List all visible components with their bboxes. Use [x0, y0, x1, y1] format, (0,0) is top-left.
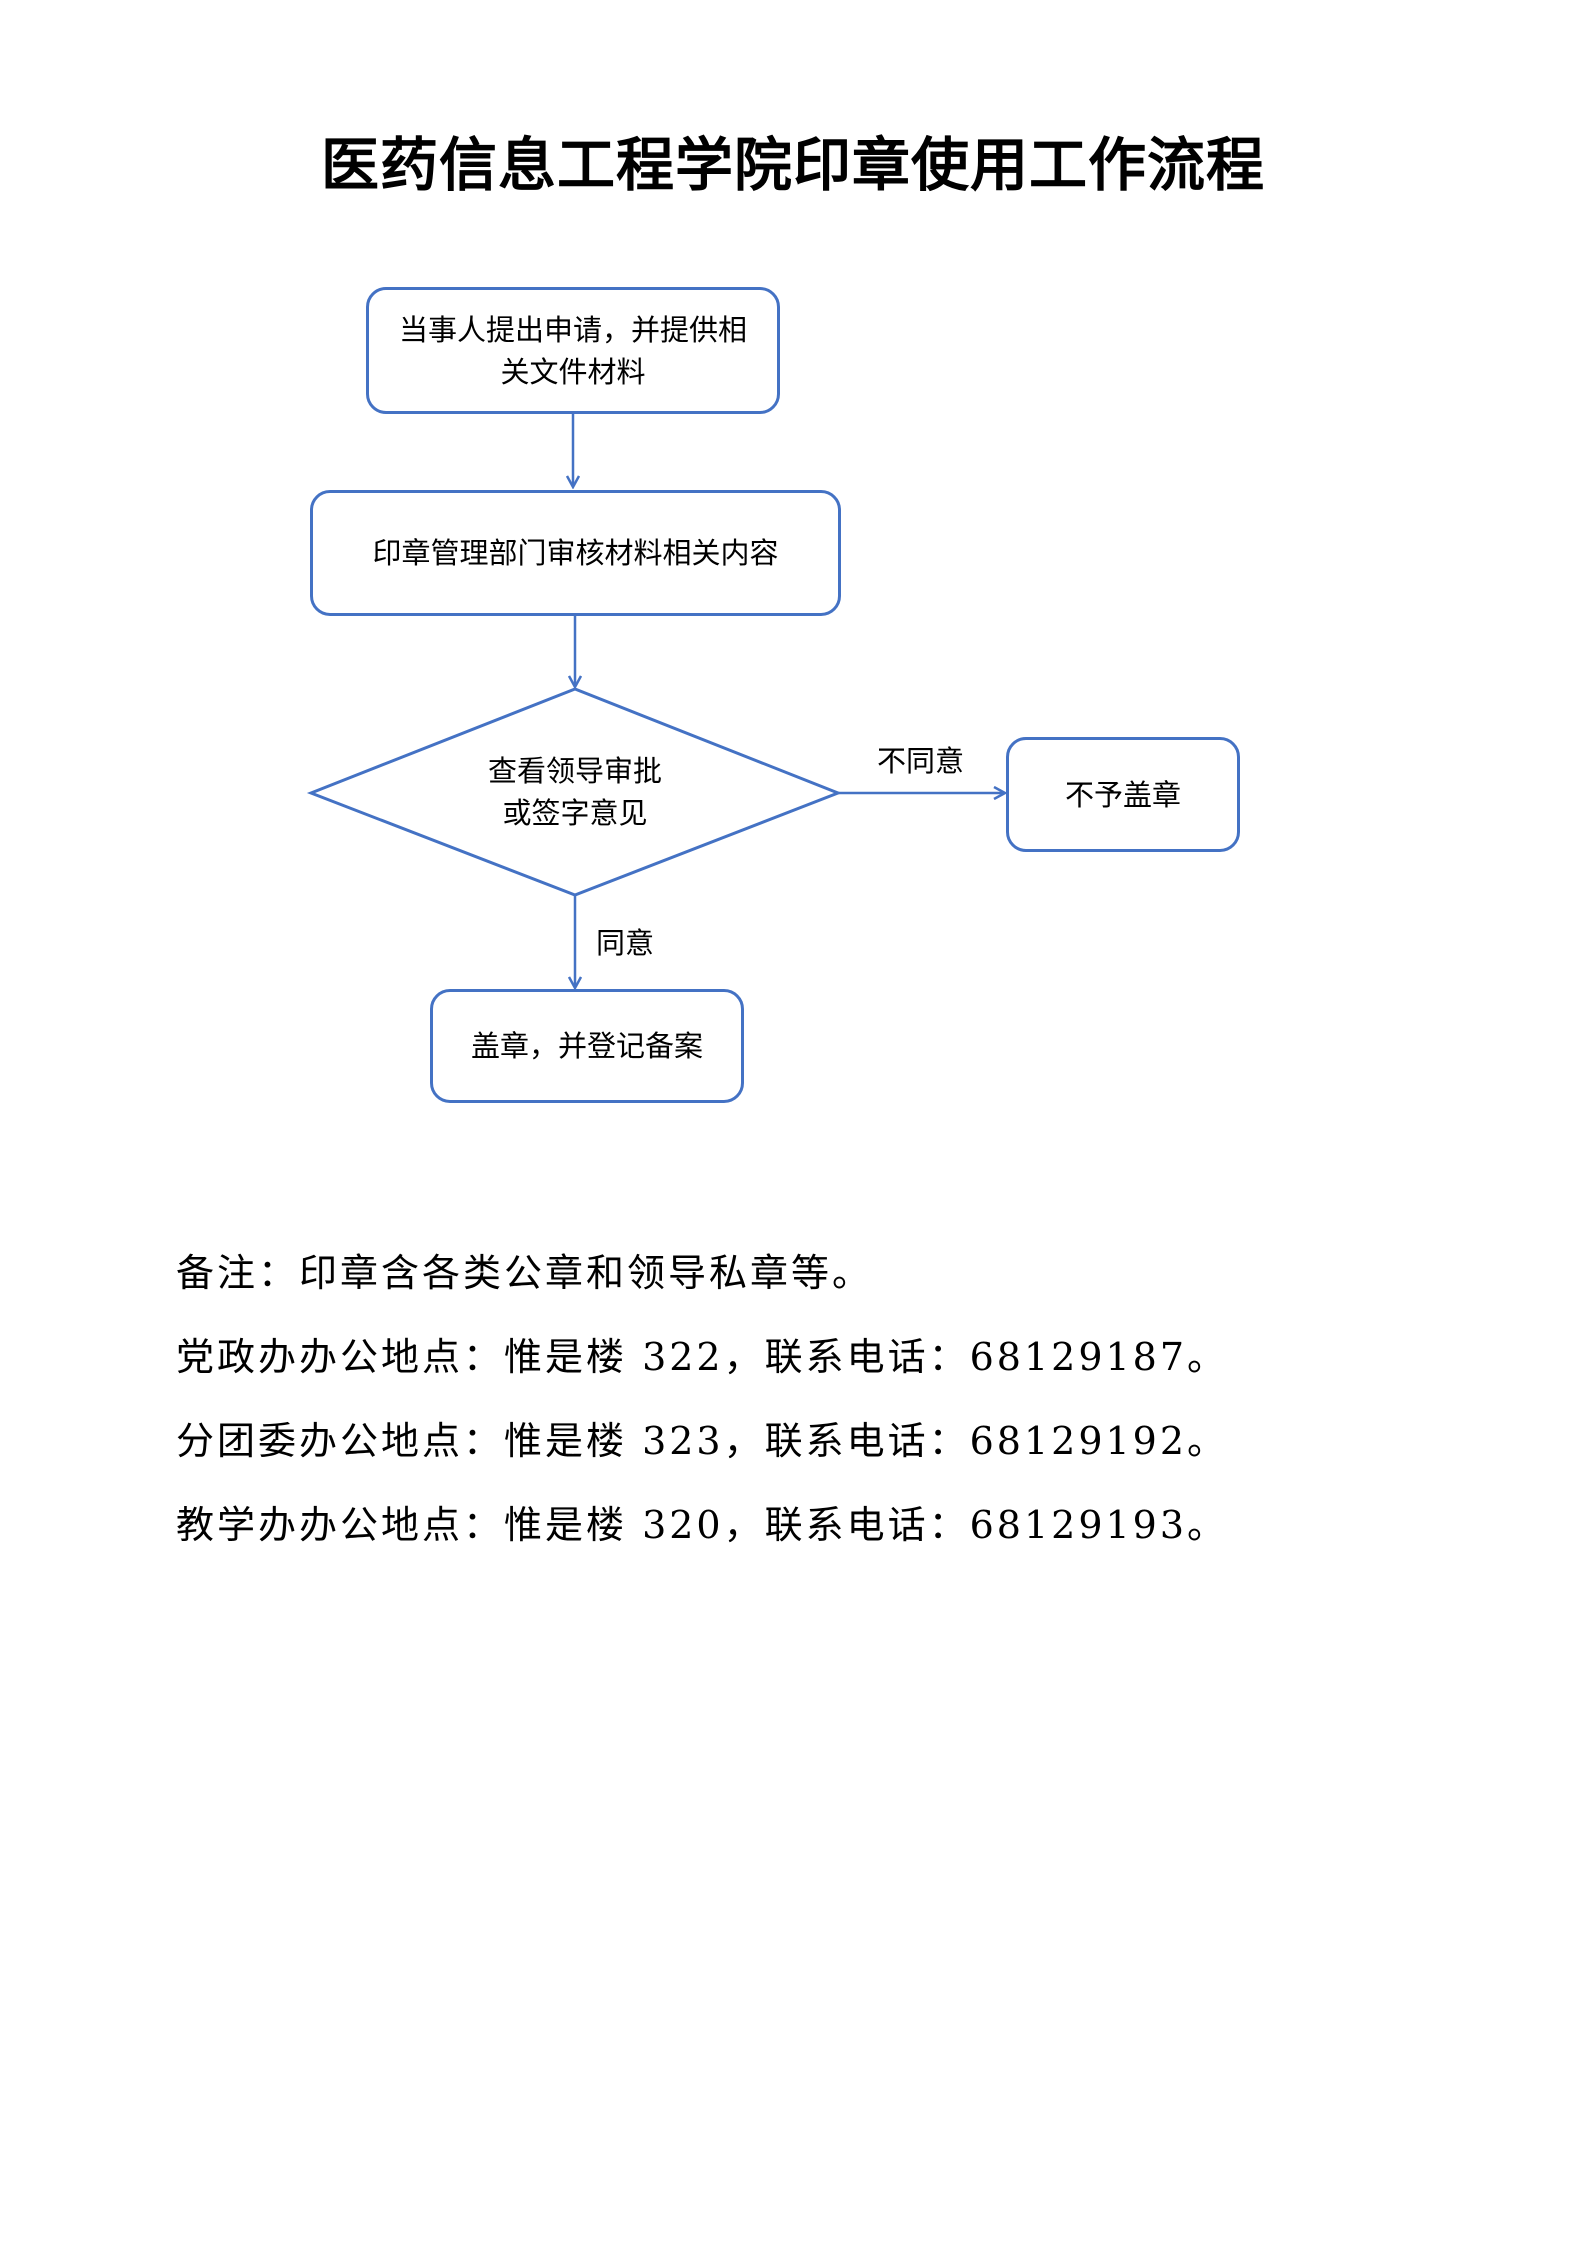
note-teaching-office: 教学办办公地点：惟是楼 320，联系电话：68129193。: [176, 1503, 1229, 1547]
result-seal-and-register: 盖章，并登记备案: [430, 989, 744, 1103]
decision-text: 查看领导审批 或签字意见: [455, 750, 695, 834]
note-party-office: 党政办办公地点：惟是楼 322，联系电话：68129187。: [176, 1335, 1229, 1379]
step-submit-application-text: 当事人提出申请，并提供相关文件材料: [398, 312, 747, 389]
note-youth-league-office: 分团委办公地点：惟是楼 323，联系电话：68129192。: [176, 1419, 1229, 1463]
step-review-materials: 印章管理部门审核材料相关内容: [310, 490, 841, 616]
step-review-materials-text: 印章管理部门审核材料相关内容: [372, 536, 779, 570]
result-no-seal-text: 不予盖章: [1064, 777, 1181, 812]
result-no-seal: 不予盖章: [1006, 737, 1240, 852]
reject-label: 不同意: [877, 744, 965, 778]
step-submit-application: 当事人提出申请，并提供相关文件材料: [366, 287, 780, 414]
decision-line-2: 或签字意见: [502, 796, 648, 830]
page-title: 医药信息工程学院印章使用工作流程: [320, 131, 1265, 199]
flowchart-connectors: [306, 414, 1586, 1200]
decision-line-1: 查看领导审批: [487, 754, 662, 788]
result-seal-and-register-text: 盖章，并登记备案: [470, 1029, 703, 1063]
approve-label: 同意: [596, 926, 655, 960]
note-remark: 备注：印章含各类公章和领导私章等。: [176, 1251, 874, 1295]
